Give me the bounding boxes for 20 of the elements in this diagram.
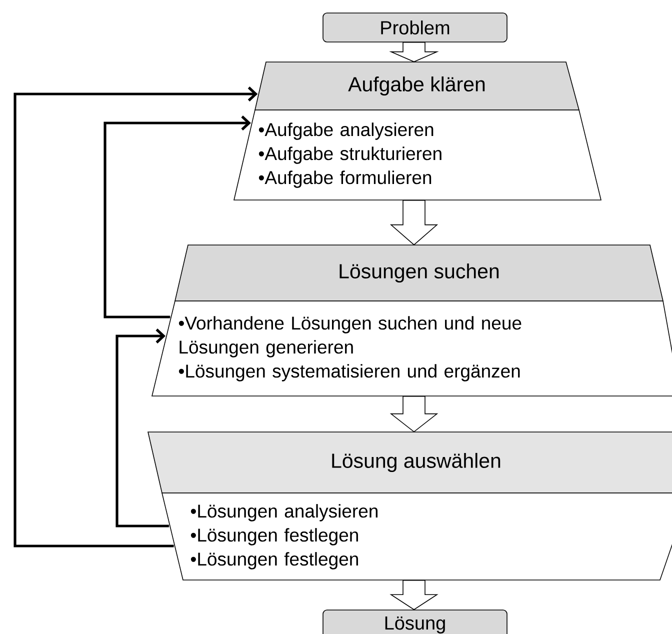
node-label: •Lösungen analysieren — [190, 504, 378, 522]
terminal-box: Lösung — [322, 610, 508, 634]
stage-header: Aufgabe klären — [254, 62, 580, 110]
node-label: •Vorhandene Lösungen suchen und neue Lösungen generieren — [178, 316, 522, 358]
node-label: •Lösungen festlegen — [190, 528, 358, 546]
feedback-arrow — [104, 116, 251, 318]
block-arrow — [390, 200, 438, 246]
feedback-arrow — [116, 328, 169, 528]
block-arrow — [389, 42, 439, 62]
stage-body: •Lösungen analysieren •Lösungen festlegen •Lösungen festlegen — [162, 492, 672, 580]
stage-body: •Vorhandene Lösungen suchen und neue Lösungen generieren •Lösungen systematisieren und ergänzen — [152, 300, 672, 396]
block-arrow — [390, 580, 438, 610]
stage-body: •Aufgabe analysieren •Aufgabe strukturieren •Aufgabe formulieren — [234, 110, 602, 200]
stage-header: Lösungen suchen — [174, 244, 664, 302]
feedback-arrow — [14, 86, 258, 548]
stage-header: Lösung auswählen — [148, 432, 672, 494]
terminal-box: Problem — [322, 12, 508, 42]
node-label: •Lösungen systematisieren und ergänzen — [178, 364, 520, 382]
node-label: •Lösungen festlegen — [190, 552, 358, 570]
block-arrow — [390, 396, 438, 432]
